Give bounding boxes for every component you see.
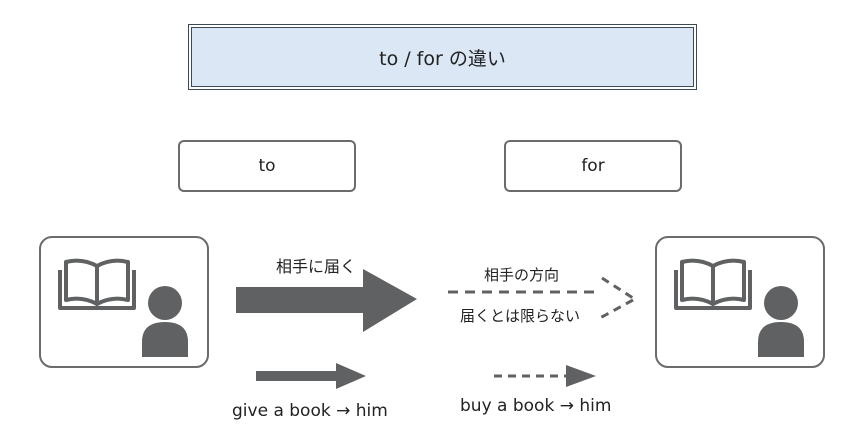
for-label: for (581, 156, 605, 176)
to-label-box: to (178, 140, 356, 192)
to-solid-arrow-small (256, 363, 366, 389)
person-icon (758, 286, 804, 357)
right-icon-panel (655, 236, 825, 368)
diagram-title: to / for の違い (188, 24, 697, 90)
for-arrow-label-bottom: 届くとは限らない (460, 307, 581, 325)
title-text: to / for の違い (379, 47, 506, 70)
book-icon (58, 258, 136, 310)
for-dashed-arrow-large (448, 276, 634, 320)
for-dashed-arrow-small (494, 365, 596, 387)
to-label: to (258, 156, 276, 176)
left-icon-panel (39, 236, 209, 368)
for-example: buy a book → him (460, 396, 612, 416)
book-icon (674, 258, 752, 310)
person-icon (142, 286, 188, 357)
to-solid-arrow-large (236, 269, 417, 332)
for-arrow-label-top: 相手の方向 (484, 266, 560, 284)
to-example: give a book → him (232, 401, 388, 421)
to-arrow-label: 相手に届く (276, 257, 357, 276)
for-label-box: for (504, 140, 682, 192)
